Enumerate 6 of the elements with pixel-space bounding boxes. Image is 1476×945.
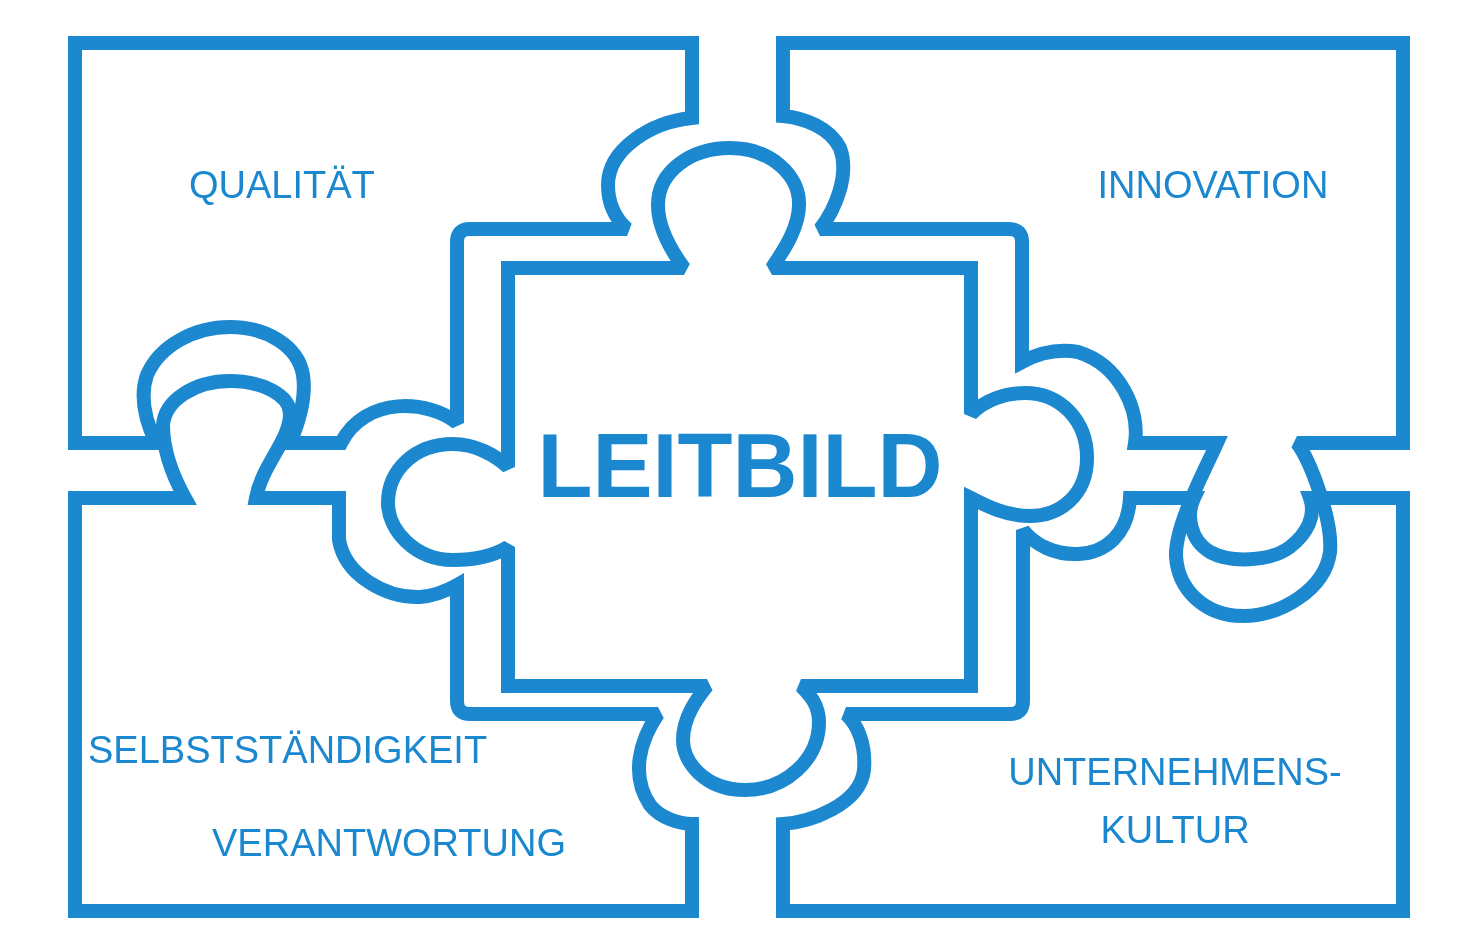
piece-label: INNOVATION — [1097, 163, 1329, 207]
piece-label: UNTERNEHMENS- KULTUR — [1007, 750, 1343, 853]
center-title: LEITBILD — [537, 416, 943, 516]
piece-label: QUALITÄT — [189, 163, 375, 207]
piece-label: SELBSTSTÄNDIGKEIT — [88, 728, 488, 772]
piece-label: VERANTWORTUNG — [212, 821, 566, 865]
